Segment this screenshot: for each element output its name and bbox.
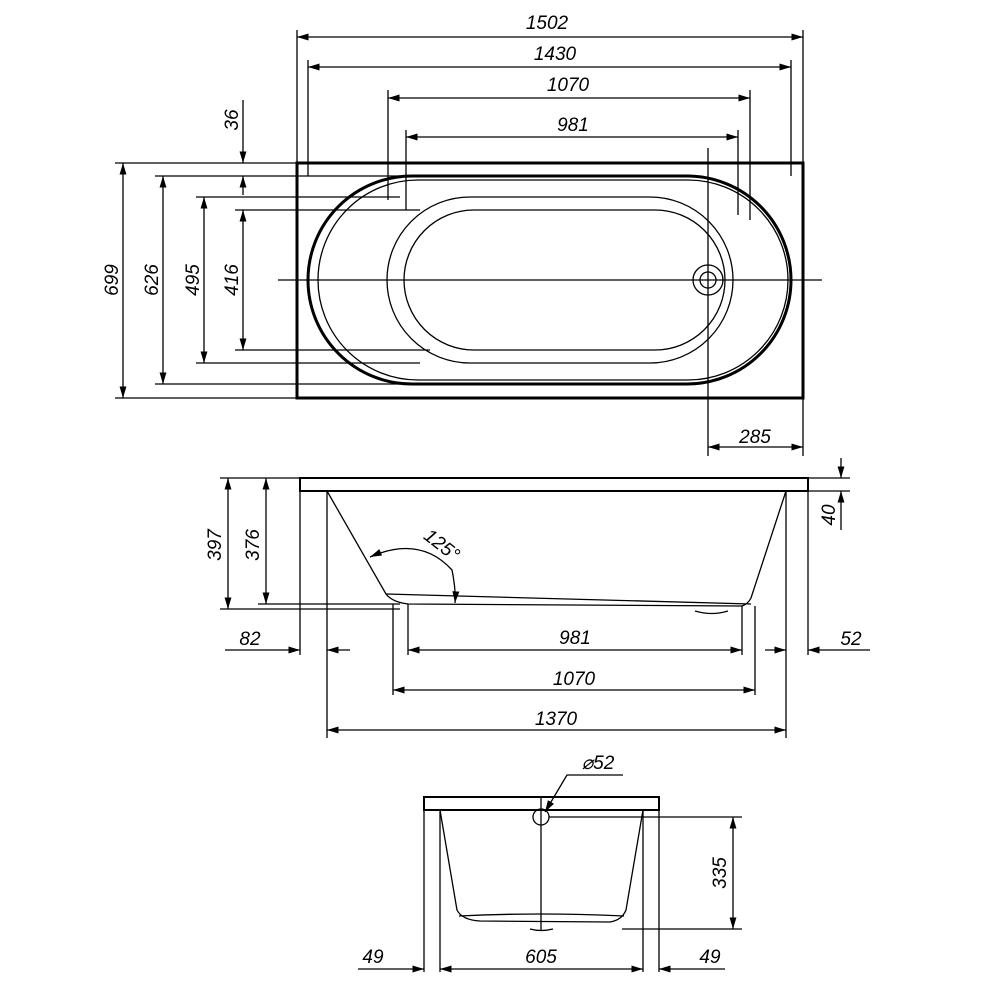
dim-overflow-height: 335 — [710, 857, 731, 889]
extension-lines — [220, 477, 850, 738]
extension-lines — [115, 30, 804, 456]
dim-right-offset: 49 — [699, 947, 721, 968]
dim-overall-height: 397 — [205, 528, 226, 561]
dim-body-width: 605 — [525, 947, 557, 968]
dim-drain-offset: 285 — [738, 427, 771, 448]
dim-left-offset: 49 — [362, 947, 384, 968]
side-bowl — [326, 490, 787, 607]
dim-left-offset: 82 — [239, 629, 261, 650]
dim-bowl-length: 1070 — [547, 75, 590, 96]
dim-bottom-length: 981 — [559, 628, 591, 649]
dim-rim-thickness: 40 — [819, 504, 840, 526]
dim-right-offset: 52 — [840, 629, 862, 650]
dim-overall-length: 1502 — [526, 13, 569, 34]
side-rim — [299, 477, 809, 492]
dim-bottom-length: 981 — [557, 115, 589, 136]
side-view: 397 376 40 125° 82 52 981 1070 1370 — [205, 458, 870, 738]
dim-drain-diameter: ⌀52 — [582, 753, 615, 774]
dim-body-length: 1370 — [535, 709, 578, 730]
dim-bowl-length: 1070 — [553, 669, 596, 690]
dim-bottom-width: 416 — [222, 264, 243, 296]
dim-rim-length: 1430 — [534, 44, 577, 65]
angle-arc — [369, 547, 460, 604]
extension-lines — [423, 810, 742, 972]
dim-rim-offset: 36 — [222, 109, 243, 131]
end-view: ⌀52 335 49 605 49 — [358, 753, 742, 973]
leader-line — [544, 774, 623, 813]
dim-rim-width: 626 — [142, 264, 163, 296]
end-bowl — [439, 809, 644, 923]
dim-overall-width: 699 — [102, 264, 123, 296]
top-view: 1502 1430 1070 981 285 36 699 626 495 41… — [102, 13, 822, 456]
dim-bowl-width: 495 — [183, 264, 204, 296]
dim-bowl-depth: 376 — [243, 529, 264, 561]
